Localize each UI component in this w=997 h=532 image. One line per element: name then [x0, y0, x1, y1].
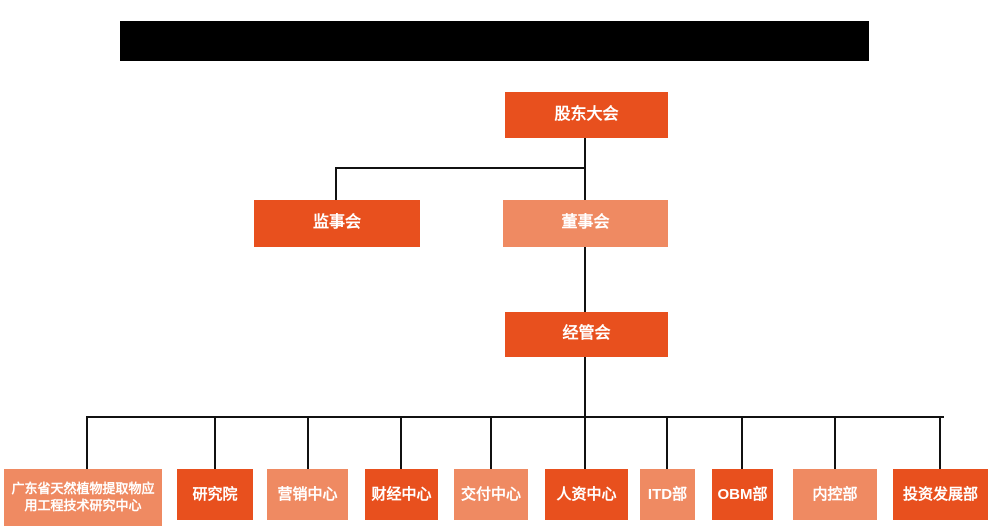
redacted-title-bar	[120, 21, 869, 61]
node-dept-finance-center: 财经中心	[365, 469, 438, 520]
connector-drop	[307, 417, 309, 469]
connector-drop	[584, 417, 586, 469]
connector-drop	[400, 417, 402, 469]
connector-shareholders-down	[584, 138, 586, 200]
connector-drop	[741, 417, 743, 469]
connector-distribution-bus	[86, 416, 944, 418]
connector-branch-horizontal	[335, 167, 586, 169]
connector-management-down	[584, 357, 586, 417]
node-supervisory-board: 监事会	[254, 200, 420, 247]
node-management-committee: 经管会	[505, 312, 668, 357]
node-dept-investment-development: 投资发展部	[893, 469, 988, 520]
node-dept-marketing-center: 营销中心	[267, 469, 348, 520]
node-dept-hr-center: 人资中心	[545, 469, 628, 520]
node-dept-obm: OBM部	[712, 469, 773, 520]
connector-supervisors-down	[335, 167, 337, 200]
connector-drop	[834, 417, 836, 469]
connector-drop	[490, 417, 492, 469]
node-dept-internal-control: 内控部	[793, 469, 877, 520]
node-dept-itd: ITD部	[640, 469, 695, 520]
node-board-of-directors: 董事会	[503, 200, 668, 247]
node-shareholders-meeting: 股东大会	[505, 92, 668, 138]
node-dept-research-institute: 研究院	[177, 469, 253, 520]
connector-drop	[666, 417, 668, 469]
node-dept-research-center: 广东省天然植物提取物应用工程技术研究中心	[4, 469, 162, 526]
connector-drop	[214, 417, 216, 469]
connector-drop	[86, 417, 88, 469]
connector-drop	[939, 417, 941, 469]
connector-board-management	[584, 247, 586, 312]
node-dept-delivery-center: 交付中心	[454, 469, 528, 520]
